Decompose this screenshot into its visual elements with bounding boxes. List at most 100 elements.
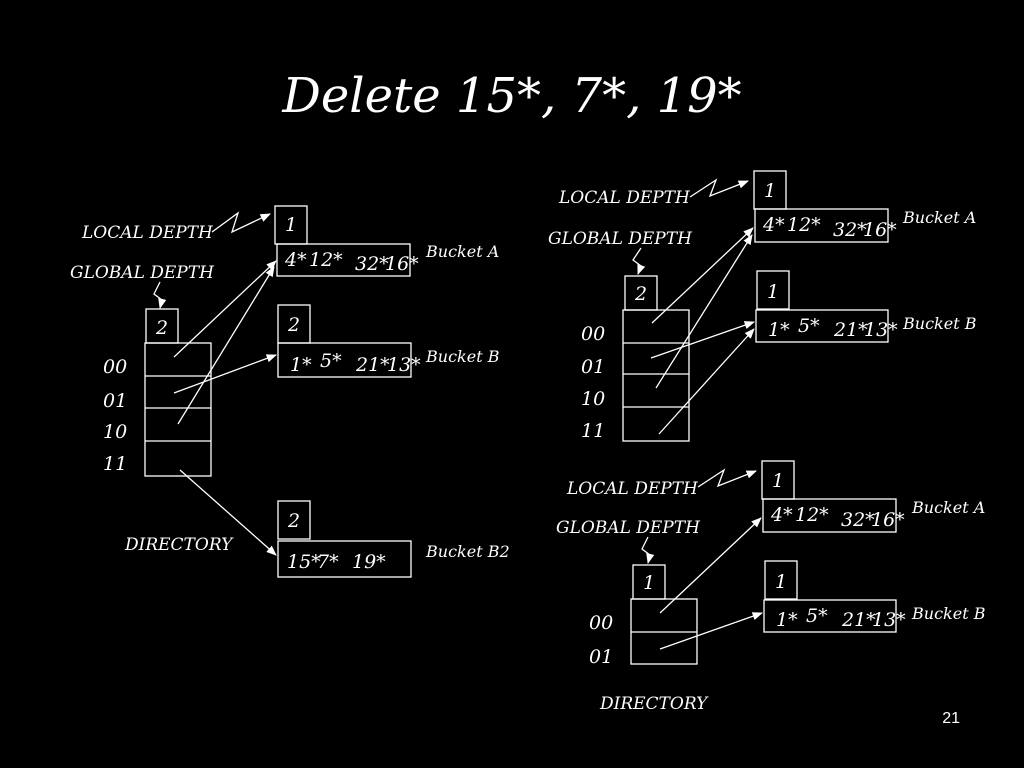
dir-entry-10: 10 <box>103 421 127 443</box>
bucket-a-entry: 16* <box>863 219 897 241</box>
bucket-b2-entry: 7* <box>317 551 339 573</box>
bucket-b-depth-box <box>756 270 790 310</box>
local-depth-label: LOCAL DEPTH <box>566 479 699 499</box>
dir-entry-00: 00 <box>589 612 613 634</box>
bucket-b-depth: 1 <box>767 281 779 303</box>
bucket-b-entry: 1* <box>290 354 312 376</box>
dir-entry-11: 11 <box>581 420 605 442</box>
bucket-a-depth: 1 <box>764 180 776 202</box>
global-depth-value: 2 <box>634 283 647 305</box>
global-depth-label: GLOBAL DEPTH <box>556 518 701 538</box>
bucket-b-entry: 13* <box>864 319 898 341</box>
bucket-a-name: Bucket A <box>911 498 985 517</box>
bucket-b2-entry: 19* <box>352 551 386 573</box>
local-depth-pointer <box>697 468 757 488</box>
bucket-b-entry: 1* <box>768 319 790 341</box>
bucket-b-box <box>755 309 889 343</box>
bucket-b-depth: 1 <box>775 571 787 593</box>
bucket-b-depth-box <box>764 560 798 600</box>
directory-label: DIRECTORY <box>124 535 234 555</box>
directory-box <box>622 309 690 442</box>
dir-01-arrow <box>173 354 277 394</box>
dir-01-arrow <box>650 321 755 359</box>
right-top-diagram <box>622 170 889 442</box>
bucket-a-entry: 12* <box>787 214 821 236</box>
bucket-b-entry: 21* <box>355 354 390 376</box>
bucket-a-entry: 12* <box>309 249 343 271</box>
dir-11-arrow <box>179 469 277 556</box>
global-depth-pointer <box>641 536 655 565</box>
bucket-b-entry: 1* <box>776 609 798 631</box>
bucket-b-entry: 21* <box>833 319 868 341</box>
left-labels: LOCAL DEPTH GLOBAL DEPTH 2 00 01 10 11 D… <box>70 214 510 573</box>
bucket-a-entry: 12* <box>795 504 829 526</box>
bucket-a-name: Bucket A <box>425 242 499 261</box>
bucket-b2-name: Bucket B2 <box>425 542 510 561</box>
dir-00-arrow <box>173 260 277 358</box>
bucket-a-entry: 4* <box>284 249 307 271</box>
bucket-a-depth: 1 <box>772 470 784 492</box>
global-depth-value: 1 <box>643 572 655 594</box>
slide-title: Delete 15*, 7*, 19* <box>281 68 741 124</box>
bucket-a-entry: 4* <box>770 504 793 526</box>
bucket-b-entry: 5* <box>320 350 342 372</box>
bucket-a-box <box>754 208 889 243</box>
dir-entry-00: 00 <box>581 323 605 345</box>
dir-00-arrow <box>659 517 762 614</box>
local-depth-pointer <box>689 178 749 198</box>
page-number: 21 <box>942 710 960 727</box>
bucket-a-entry: 32* <box>841 509 875 531</box>
bucket-a-box <box>276 243 411 277</box>
global-depth-pointer <box>632 247 646 275</box>
bucket-b-name: Bucket B <box>911 604 986 623</box>
bucket-b-box <box>277 342 412 378</box>
dir-entry-01: 01 <box>103 390 127 412</box>
bucket-a-entry: 32* <box>355 253 389 275</box>
bucket-b-entry: 13* <box>387 354 421 376</box>
dir-entry-10: 10 <box>581 388 605 410</box>
bucket-b-entry: 5* <box>806 605 828 627</box>
bucket-a-depth: 1 <box>285 214 297 236</box>
bucket-a-entry: 4* <box>762 214 785 236</box>
left-diagram <box>144 205 412 578</box>
dir-10-arrow <box>177 266 275 425</box>
global-depth-value: 2 <box>155 317 168 339</box>
bucket-b-entry: 13* <box>872 609 906 631</box>
bucket-b2-depth-box <box>277 500 311 540</box>
right-bottom-diagram <box>630 460 897 665</box>
bucket-b2-depth: 2 <box>287 510 300 532</box>
bucket-b-box <box>763 599 897 633</box>
dir-entry-01: 01 <box>581 356 605 378</box>
bucket-a-entry: 32* <box>833 219 867 241</box>
global-depth-label: GLOBAL DEPTH <box>548 229 693 249</box>
bucket-b-entry: 5* <box>798 315 820 337</box>
dir-entry-11: 11 <box>103 453 127 475</box>
bucket-b-name: Bucket B <box>902 314 977 333</box>
directory-label: DIRECTORY <box>599 694 709 714</box>
dir-11-arrow <box>658 328 755 435</box>
bucket-b-entry: 21* <box>841 609 876 631</box>
bucket-b-name: Bucket B <box>425 347 500 366</box>
global-depth-pointer <box>153 281 167 310</box>
dir-entry-01: 01 <box>589 646 613 668</box>
global-depth-label: GLOBAL DEPTH <box>70 263 215 283</box>
bucket-b2-box <box>277 540 412 578</box>
bucket-a-box <box>762 498 897 533</box>
bucket-a-entry: 16* <box>871 509 905 531</box>
dir-10-arrow <box>655 234 753 389</box>
bucket-a-name: Bucket A <box>902 208 976 227</box>
dir-01-arrow <box>659 612 763 650</box>
bucket-b-depth: 2 <box>287 314 300 336</box>
bucket-a-entry: 16* <box>385 253 419 275</box>
right-bottom-labels: LOCAL DEPTH GLOBAL DEPTH 1 00 01 DIRECTO… <box>556 470 986 714</box>
local-depth-label: LOCAL DEPTH <box>81 223 214 243</box>
local-depth-pointer <box>211 211 271 234</box>
dir-00-arrow <box>651 227 754 324</box>
directory-box <box>144 342 212 477</box>
right-top-labels: LOCAL DEPTH GLOBAL DEPTH 2 00 01 10 11 1… <box>548 180 977 442</box>
local-depth-label: LOCAL DEPTH <box>558 188 691 208</box>
dir-entry-00: 00 <box>103 356 127 378</box>
bucket-b2-entry: 15* <box>287 551 321 573</box>
